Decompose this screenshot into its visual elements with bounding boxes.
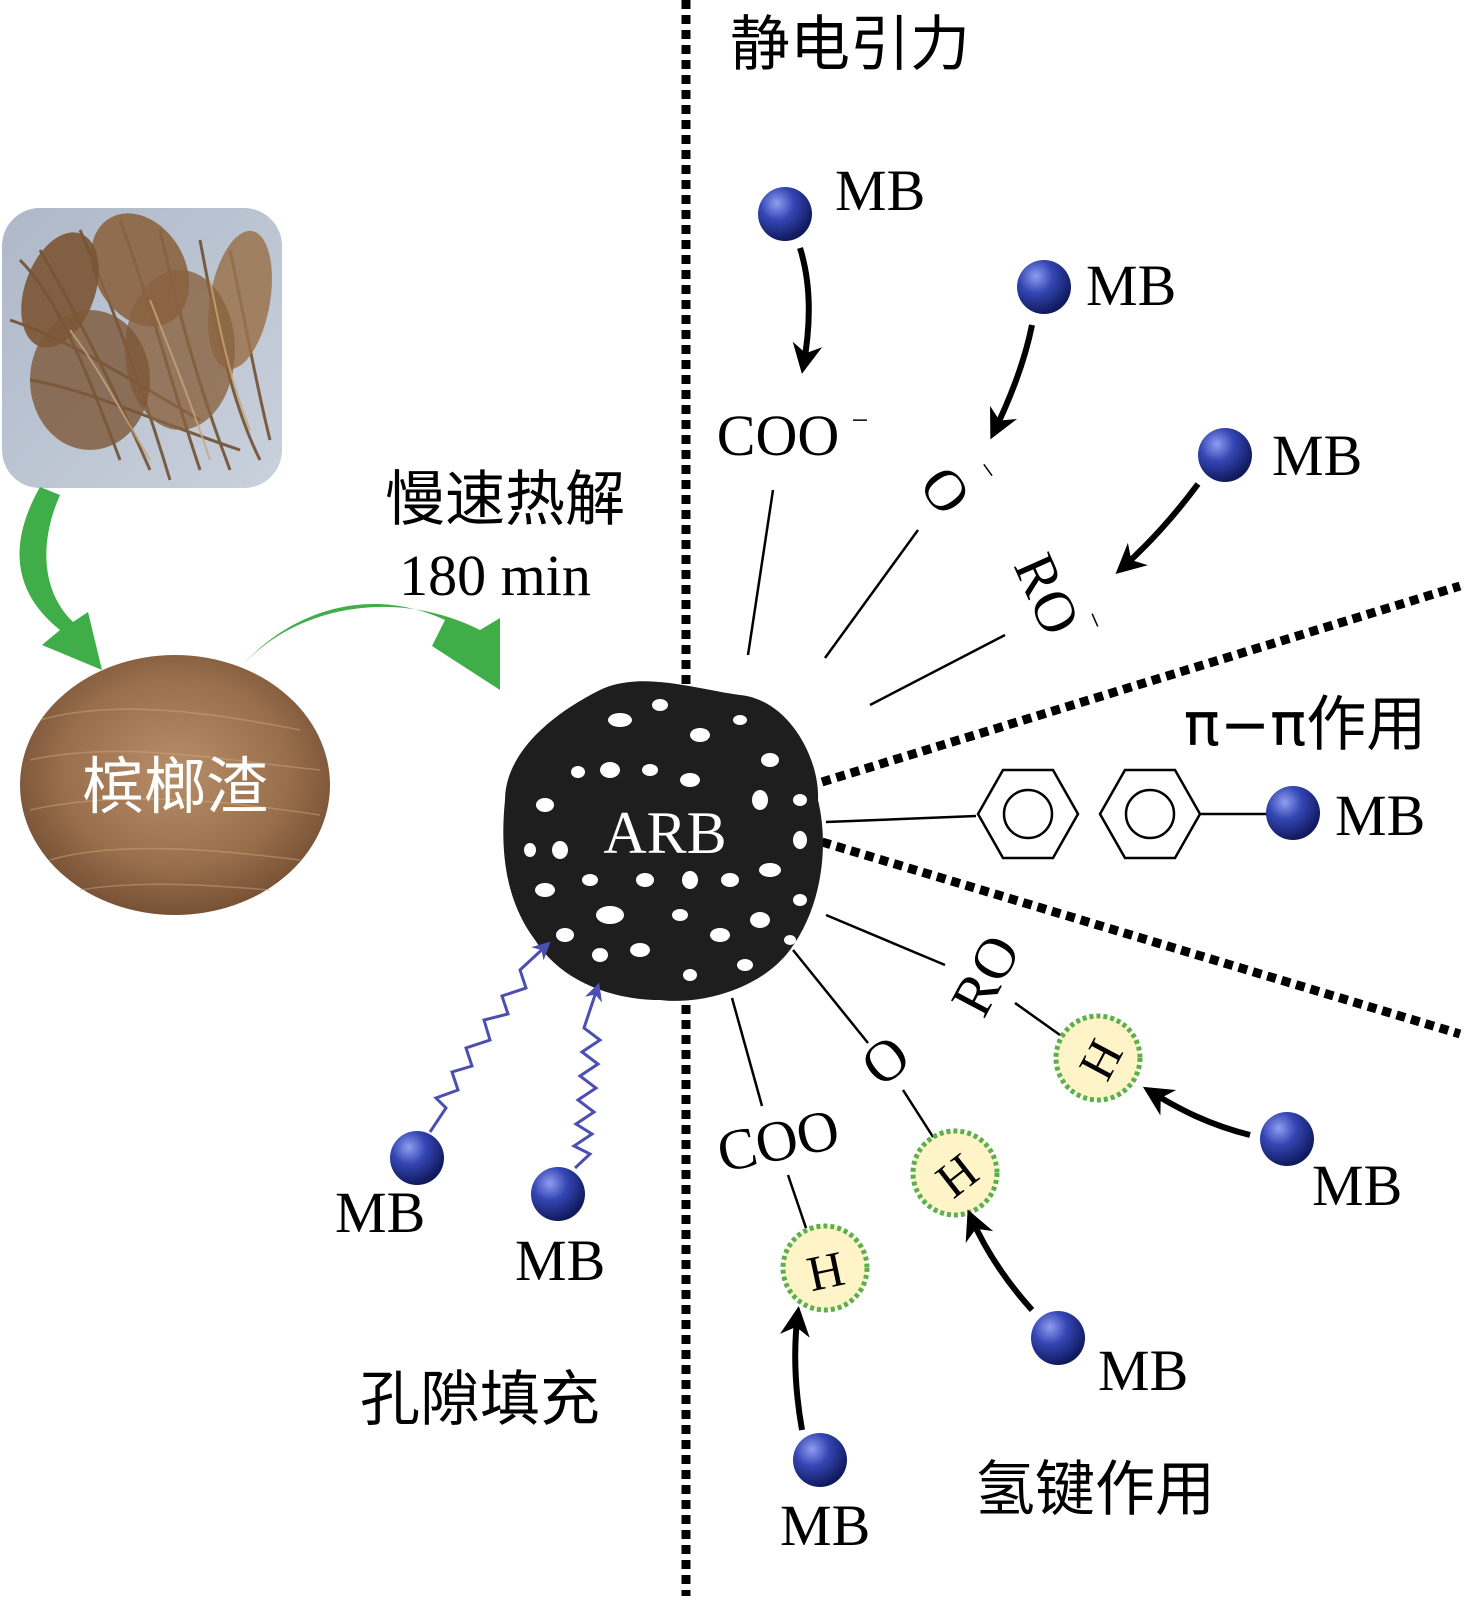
curved-arrow-icon xyxy=(792,247,823,374)
wavy-arrow-icon xyxy=(428,941,551,1133)
mb-ball xyxy=(531,1167,585,1221)
pi-pi-group xyxy=(825,768,1272,860)
mb-label: MB xyxy=(1335,783,1425,848)
mb-labels: MB MB MB MB MB MB MB MB MB xyxy=(335,158,1425,1558)
curved-arrow-icon xyxy=(990,324,1035,440)
hydrogen-bond-arrows xyxy=(780,1086,1251,1431)
electrostatic-arrows xyxy=(792,247,1201,574)
mb-label: MB xyxy=(1312,1153,1402,1218)
curved-arrow-icon xyxy=(1142,1086,1251,1138)
electrostatic-title: 静电引力 xyxy=(730,10,970,80)
electrostatic-bonds xyxy=(746,489,1006,707)
mb-ball xyxy=(1017,260,1071,314)
curved-arrow-icon xyxy=(1115,482,1201,574)
upper-diagonal-separator xyxy=(820,581,1462,787)
pore-filling-arrows xyxy=(428,941,603,1170)
coo-group: COO xyxy=(711,1096,844,1185)
hydrogen-bond-title: 氢键作用 xyxy=(975,1455,1215,1525)
mb-label: MB xyxy=(515,1228,605,1293)
mb-label: MB xyxy=(335,1180,425,1245)
residue-disc: 槟榔渣 xyxy=(20,655,330,915)
curved-arrow-icon xyxy=(965,1209,1035,1313)
mb-ball xyxy=(1031,1311,1085,1365)
arb-label: ARB xyxy=(603,800,726,866)
benzene-ring-icon xyxy=(1098,768,1202,860)
hydrogen-bond-bonds xyxy=(730,913,1061,1229)
o-minus-group: O xyxy=(907,454,984,526)
mb-label: MB xyxy=(780,1493,870,1558)
pyrolysis-time: 180 min xyxy=(399,543,591,608)
mb-label: MB xyxy=(1098,1338,1188,1403)
h-atom: H xyxy=(1053,1013,1143,1103)
raw-material-photo xyxy=(2,208,282,488)
mb-label: MB xyxy=(1272,423,1362,488)
mb-molecules xyxy=(390,187,1320,1487)
arb-particle: ARB xyxy=(503,681,823,1001)
mb-ball xyxy=(758,187,812,241)
curved-arrow-icon xyxy=(780,1306,810,1431)
h-atom: H xyxy=(910,1128,1000,1218)
h-atom: H xyxy=(780,1223,870,1313)
mb-ball xyxy=(1260,1112,1314,1166)
mb-label: MB xyxy=(1086,253,1176,318)
benzene-ring-icon xyxy=(976,768,1080,860)
ro-group: RO xyxy=(938,924,1033,1026)
process-arrows xyxy=(19,487,500,690)
coo-charge: − xyxy=(852,404,869,437)
residue-label: 槟榔渣 xyxy=(82,750,268,823)
pyrolysis-label: 慢速热解 xyxy=(385,465,625,535)
mb-ball xyxy=(1198,428,1252,482)
mb-ball xyxy=(793,1433,847,1487)
wavy-arrow-icon xyxy=(571,982,603,1170)
lower-diagonal-separator xyxy=(820,837,1462,1039)
pore-filling-title: 孔隙填充 xyxy=(360,1365,600,1435)
mb-label: MB xyxy=(835,158,925,223)
mb-ball xyxy=(1266,786,1320,840)
ro-minus-group: RO xyxy=(1001,544,1093,644)
mb-ball xyxy=(390,1131,444,1185)
coo-minus-group: COO xyxy=(717,403,839,468)
pi-pi-title: π−π作用 xyxy=(1184,690,1427,760)
green-arrow-down-icon xyxy=(19,487,103,670)
green-arrow-right-icon xyxy=(240,603,500,690)
